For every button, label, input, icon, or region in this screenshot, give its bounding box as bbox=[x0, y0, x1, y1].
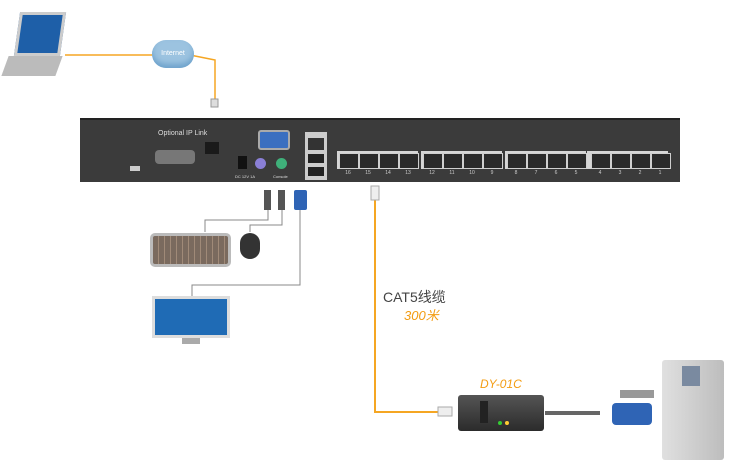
port-number-label: 1 bbox=[658, 170, 662, 176]
rj45-port-6 bbox=[547, 153, 567, 169]
laptop-icon bbox=[1, 12, 67, 80]
usb-port bbox=[130, 166, 140, 171]
port-number-label: 11 bbox=[449, 170, 455, 176]
usb-connector-icon bbox=[620, 390, 654, 398]
rj45-port-7 bbox=[527, 153, 547, 169]
port-number-label: 5 bbox=[574, 170, 578, 176]
port-number-label: 7 bbox=[534, 170, 538, 176]
computer-tower-icon bbox=[662, 360, 724, 460]
internet-cloud: Internet bbox=[152, 40, 194, 68]
monitor-icon bbox=[152, 296, 230, 348]
rj45-plug bbox=[210, 98, 219, 108]
rj45-port-9 bbox=[483, 153, 503, 169]
cable-type-label: CAT5线缆 bbox=[383, 289, 446, 305]
rj45-plug-bottom bbox=[437, 406, 453, 417]
rj45-port-14 bbox=[379, 153, 399, 169]
keyboard-icon bbox=[150, 233, 231, 267]
serial-port bbox=[155, 150, 195, 164]
port-number-label: 2 bbox=[638, 170, 642, 176]
rj45-plug-top bbox=[370, 185, 380, 201]
status-led-yellow bbox=[505, 421, 509, 425]
rj45-port-13 bbox=[399, 153, 419, 169]
port-number-label: 9 bbox=[490, 170, 494, 176]
ip-rj45-port bbox=[205, 142, 219, 154]
ps2-mouse-port bbox=[276, 158, 287, 169]
power-jack bbox=[238, 156, 247, 169]
adapter-model-label: DY-01C bbox=[480, 377, 522, 391]
usb-plug-icon bbox=[264, 190, 271, 210]
internet-cable-2 bbox=[189, 54, 216, 100]
rj45-port-1 bbox=[651, 153, 671, 169]
vga-plug-icon bbox=[294, 190, 307, 210]
status-led-green bbox=[498, 421, 502, 425]
port-number-label: 3 bbox=[618, 170, 622, 176]
port-number-label: 6 bbox=[554, 170, 558, 176]
mouse-icon bbox=[240, 233, 260, 259]
port-number-label: 16 bbox=[345, 170, 351, 176]
rj45-port-4 bbox=[591, 153, 611, 169]
port-number-label: 14 bbox=[385, 170, 391, 176]
keyboard-cable bbox=[204, 210, 269, 232]
monitor-cable bbox=[191, 210, 301, 297]
rj45-port-5 bbox=[567, 153, 587, 169]
port-number-label: 4 bbox=[598, 170, 602, 176]
console-label: Console bbox=[273, 174, 288, 179]
rj45-port-8 bbox=[507, 153, 527, 169]
internet-label: Internet bbox=[161, 50, 185, 57]
mouse-cable bbox=[249, 210, 283, 232]
rj45-port-12 bbox=[423, 153, 443, 169]
port-number-label: 12 bbox=[429, 170, 435, 176]
network-usb-panel bbox=[305, 132, 327, 180]
port-number-label: 8 bbox=[514, 170, 518, 176]
vga-connector-icon bbox=[612, 403, 652, 425]
rj45-port-16 bbox=[339, 153, 359, 169]
rj45-port-3 bbox=[611, 153, 631, 169]
port-number-label: 13 bbox=[405, 170, 411, 176]
port-number-label: 15 bbox=[365, 170, 371, 176]
ip-link-label: Optional IP Link bbox=[158, 130, 208, 137]
rj45-port-15 bbox=[359, 153, 379, 169]
power-label: DC 12V 1A bbox=[235, 174, 256, 179]
cable-length-label: 300米 bbox=[404, 308, 439, 323]
rj45-port-10 bbox=[463, 153, 483, 169]
port-number-label: 10 bbox=[469, 170, 475, 176]
rj45-port-2 bbox=[631, 153, 651, 169]
cat5-cable bbox=[374, 200, 438, 413]
ps2-keyboard-port bbox=[255, 158, 266, 169]
vga-port bbox=[258, 130, 290, 150]
rj45-port-11 bbox=[443, 153, 463, 169]
usb-plug-icon bbox=[278, 190, 285, 210]
kvm-adapter bbox=[458, 395, 544, 431]
